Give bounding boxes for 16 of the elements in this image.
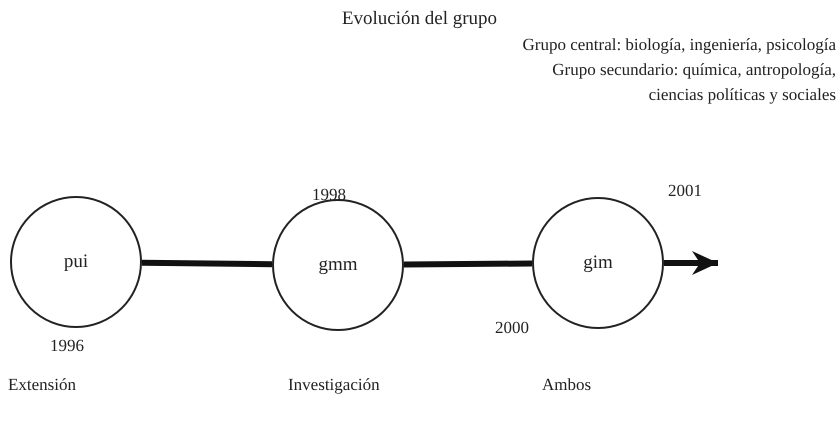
connector-line: [142, 260, 272, 268]
text-label: 1996: [50, 335, 84, 357]
text-label: 2000: [495, 317, 529, 339]
arrow: [664, 251, 718, 275]
text-label: Grupo central: biología, ingeniería, psicología: [522, 34, 836, 56]
connector-line: [404, 260, 532, 268]
node-label: pui: [64, 251, 88, 273]
text-label: Extensión: [8, 374, 76, 396]
text-label: Investigación: [288, 374, 380, 396]
node-label: gmm: [318, 254, 358, 276]
diagram-title: Evolución del grupo: [340, 8, 498, 30]
node-label: gim: [583, 252, 613, 274]
text-label: Grupo secundario: química, antropología, ciencias políticas y sociales: [551, 59, 836, 106]
text-label: 2001: [668, 180, 702, 202]
text-label: Ambos: [542, 374, 592, 396]
text-label: 1998: [312, 184, 346, 206]
